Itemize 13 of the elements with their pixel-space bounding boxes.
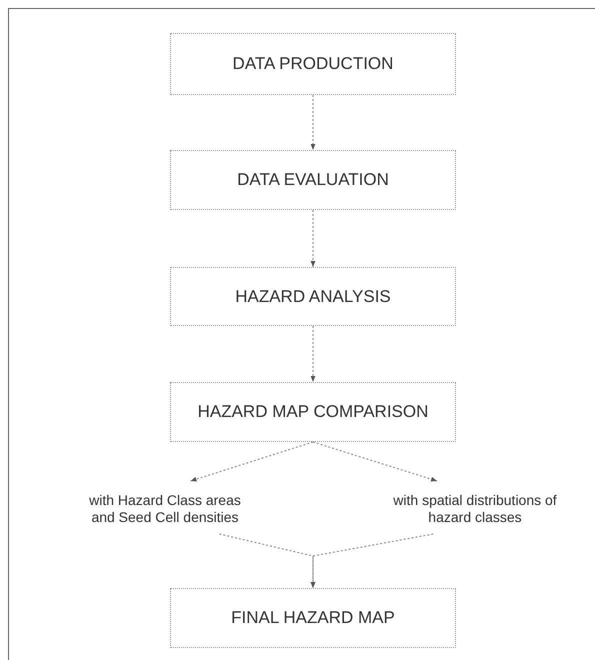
arrow	[190, 442, 314, 482]
process-box: HAZARD MAP COMPARISON	[170, 382, 456, 442]
branch-label: with Hazard Class areas and Seed Cell densities	[88, 492, 242, 526]
process-box: DATA EVALUATION	[170, 150, 456, 210]
arrow	[310, 94, 316, 150]
arrow	[310, 210, 316, 268]
arrow	[310, 326, 316, 382]
branch-label: with spatial distributions of hazard classes	[392, 492, 558, 526]
arrow	[310, 534, 434, 588]
process-box: FINAL HAZARD MAP	[170, 588, 456, 648]
process-box: HAZARD ANALYSIS	[170, 267, 456, 326]
process-box: DATA PRODUCTION	[170, 33, 456, 95]
arrow	[312, 442, 438, 482]
